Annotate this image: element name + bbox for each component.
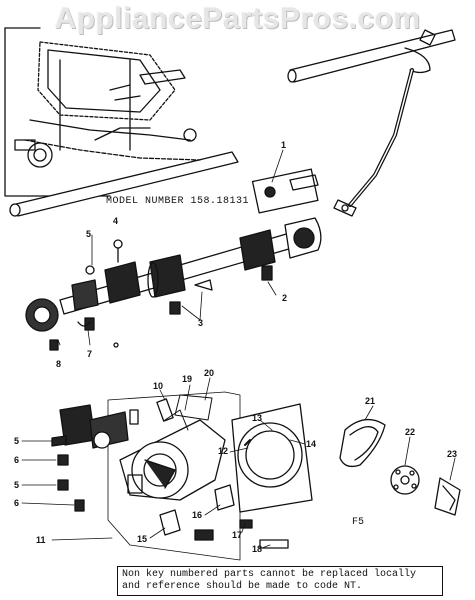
callout-14: 14	[306, 439, 317, 449]
callout-23: 23	[447, 449, 458, 459]
callout-22: 22	[405, 427, 416, 437]
callout-20: 20	[204, 368, 215, 378]
callout-6-lower-b: 6	[14, 498, 20, 508]
callout-5-lower-a: 5	[14, 436, 20, 446]
callout-12: 12	[218, 446, 229, 456]
callout-2: 2	[282, 293, 288, 303]
parts-note-line-2: and reference should be made to code NT.	[122, 581, 363, 592]
callout-3: 3	[198, 318, 204, 328]
callout-17: 17	[232, 530, 243, 540]
callout-5-lower-b: 5	[14, 480, 20, 490]
machine-inset	[4, 27, 239, 217]
leader-lines-lower	[21, 377, 456, 549]
watermark: AppliancePartsPros.com	[54, 2, 421, 35]
callout-5: 5	[86, 229, 92, 239]
callout-8: 8	[56, 359, 62, 369]
upper-shaft-assembly	[25, 168, 322, 351]
callout-16: 16	[192, 510, 203, 520]
leader-lines-upper	[57, 149, 284, 346]
callout-21: 21	[365, 396, 376, 406]
hook-assembly	[51, 391, 289, 561]
model-number-label: MODEL NUMBER 158.18131	[106, 196, 250, 207]
bobbin-parts-right	[339, 418, 461, 516]
callout-1: 1	[281, 140, 287, 150]
callout-10: 10	[153, 381, 164, 391]
callout-6-lower-a: 6	[14, 455, 20, 465]
callout-13: 13	[252, 413, 263, 423]
callout-19: 19	[182, 374, 193, 384]
callout-4: 4	[113, 216, 119, 226]
parts-note-line-1: Non key numbered parts cannot be replace…	[122, 569, 417, 580]
figure-label: F5	[352, 517, 365, 528]
bobbin-case-inset	[231, 403, 313, 513]
callout-18: 18	[252, 544, 263, 554]
callout-11: 11	[36, 535, 46, 545]
rock-shaft-arm	[287, 29, 456, 217]
callout-7: 7	[87, 349, 93, 359]
callout-15: 15	[137, 534, 148, 544]
parts-note: Non key numbered parts cannot be replace…	[117, 566, 443, 596]
